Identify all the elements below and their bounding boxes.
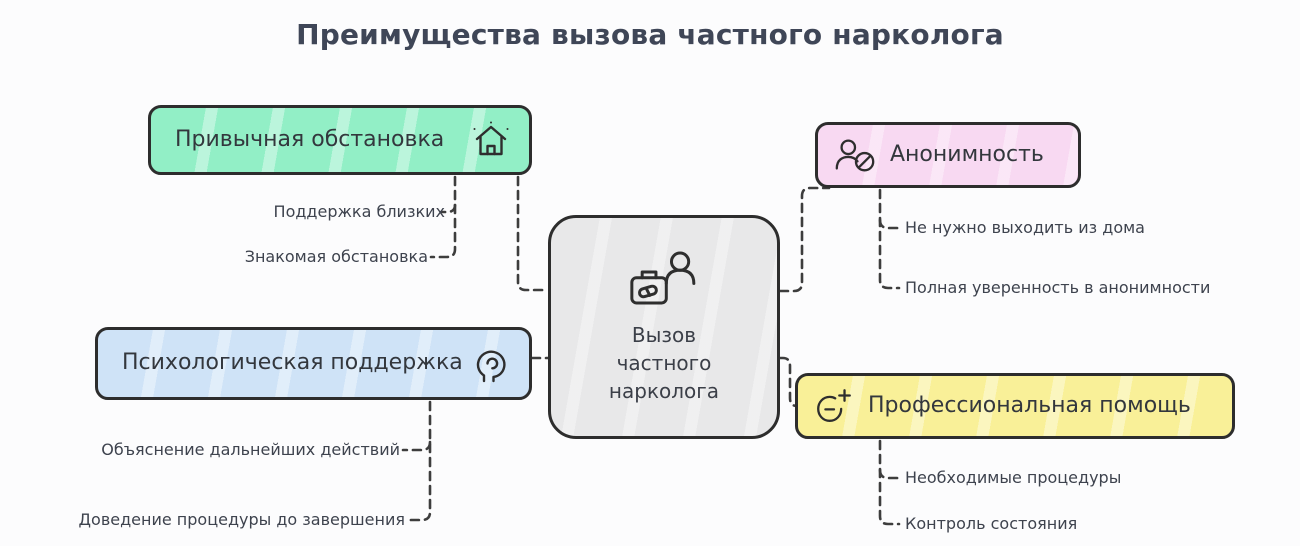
head-mind-icon [469,342,513,386]
sub-item: Необходимые процедуры [905,468,1122,487]
doctor-briefcase-icon [622,249,706,311]
connector-green-to-center [516,175,550,292]
branch-label: Психологическая поддержка [122,350,463,376]
anonymous-person-icon [832,135,878,175]
page-title: Преимущества вызова частного нарколога [296,18,1004,51]
sub-item: Контроль состояния [905,514,1078,533]
connector-blue-sub1 [401,440,432,452]
sub-item: Объяснение дальнейших действий [101,440,400,459]
connector-yellow-sub1 [878,468,901,480]
node-habitual-environment: Привычная обстановка [148,105,532,175]
connector-pink-sub1 [878,218,901,230]
node-professional-help: Профессиональная помощь [795,373,1235,439]
connector-center-to-pink [778,186,831,293]
sub-item: Поддержка близких [273,202,445,221]
connector-pink-subs-main [878,188,901,290]
medical-cross-head-icon [812,385,856,427]
center-node: Вызов частного нарколога [548,215,780,439]
node-anonymity: Анонимность [815,122,1081,188]
sub-item: Не нужно выходить из дома [905,218,1145,237]
sub-item: Полная уверенность в анонимности [905,278,1211,297]
center-node-label: Вызов частного нарколога [608,323,720,403]
sub-item: Знакомая обстановка [244,247,428,266]
connector-yellow-subs-main [878,439,901,526]
sub-item: Доведение процедуры до завершения [78,510,405,529]
branch-label: Анонимность [890,141,1044,167]
connector-blue-subs-main [406,400,432,522]
branch-label: Привычная обстановка [175,126,445,152]
branch-label: Профессиональная помощь [868,392,1191,418]
house-icon [469,118,513,162]
node-psychological-support: Психологическая поддержка [95,327,532,400]
